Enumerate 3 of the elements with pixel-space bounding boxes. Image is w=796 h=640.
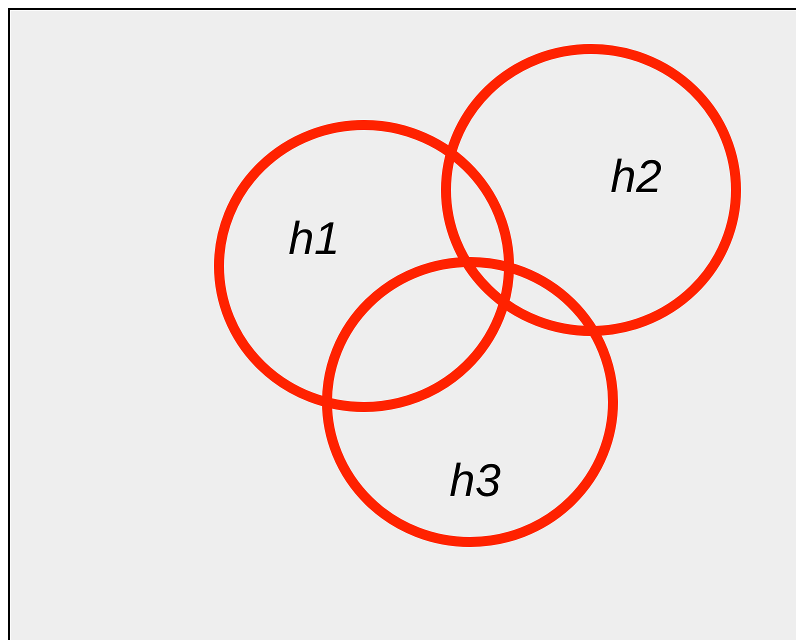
set-label: h1 [288,215,340,261]
set-label: h3 [450,457,501,503]
set-label: h2 [610,153,662,199]
